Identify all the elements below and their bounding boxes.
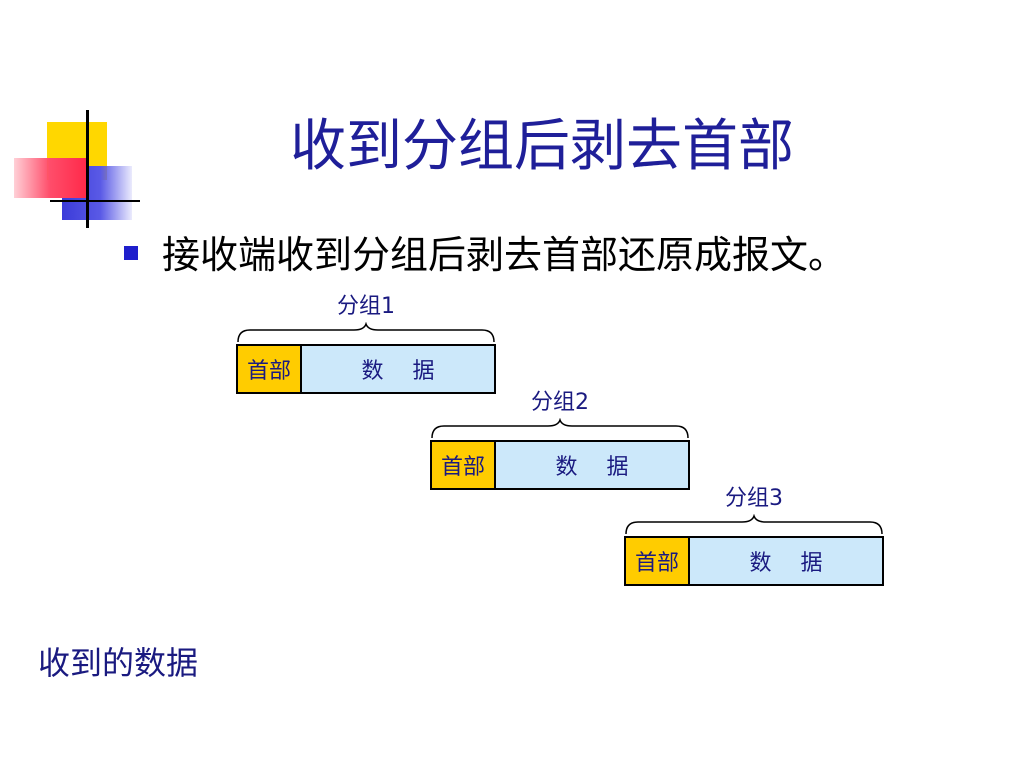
square-bullet-icon <box>124 246 138 260</box>
packet-label: 分组3 <box>725 486 783 511</box>
packet-label: 分组2 <box>531 390 589 415</box>
packet-header: 首部 <box>626 538 690 584</box>
packet-box: 首部 数 据 <box>236 344 496 394</box>
packet-label: 分组1 <box>337 294 395 319</box>
packet-box: 首部 数 据 <box>624 536 884 586</box>
packet-header: 首部 <box>432 442 496 488</box>
brace-icon <box>237 322 495 343</box>
packet-data: 数 据 <box>690 538 882 584</box>
logo-vertical-line <box>86 110 89 228</box>
bullet-text: 接收端收到分组后剥去首部还原成报文。 <box>162 232 847 277</box>
packet-data: 数 据 <box>496 442 688 488</box>
brace-icon <box>625 514 883 535</box>
packet-box: 首部 数 据 <box>430 440 690 490</box>
logo-horizontal-line <box>50 200 140 202</box>
logo-red-square <box>14 158 86 198</box>
packet-header: 首部 <box>238 346 302 392</box>
packet-data: 数 据 <box>302 346 494 392</box>
bullet-item: 接收端收到分组后剥去首部还原成报文。 <box>124 226 847 277</box>
slide-title: 收到分组后剥去首部 <box>290 114 794 179</box>
received-data-label: 收到的数据 <box>38 644 199 682</box>
decorative-logo <box>0 0 160 240</box>
brace-icon <box>431 418 689 439</box>
